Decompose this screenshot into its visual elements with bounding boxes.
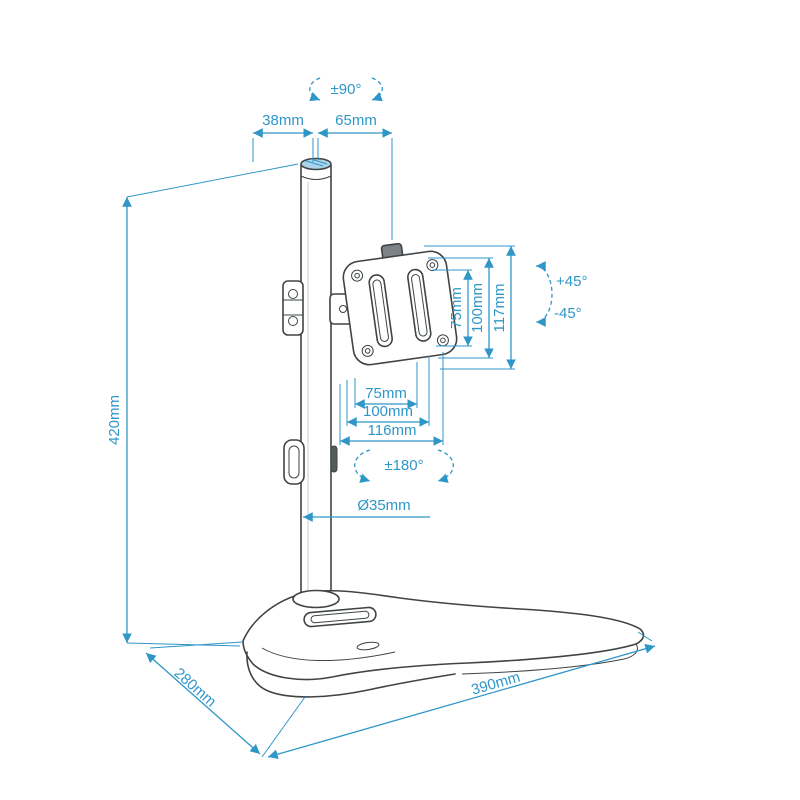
dim-label-base-depth: 280mm — [171, 665, 220, 711]
dim-label-tilt-down: -45° — [554, 305, 582, 322]
dim-vesa-vertical-75 — [432, 269, 473, 347]
dim-label-vesa-vertical-100: 100mm — [469, 283, 486, 333]
dim-label-plate-height: 117mm — [491, 284, 508, 333]
cable-clip — [283, 439, 338, 485]
pole-cap — [300, 157, 332, 180]
dim-pole-height — [122, 163, 299, 647]
dim-label-vesa-horizontal-75: 75mm — [365, 385, 407, 402]
dim-rotation-top — [309, 77, 383, 102]
pole-collar — [292, 589, 340, 609]
pole-clamp — [282, 280, 304, 336]
dim-label-rotation-top: ±90° — [331, 81, 362, 98]
dim-label-arm-offset: 65mm — [335, 112, 377, 129]
dim-vesa-horizontal-75 — [354, 362, 418, 409]
dim-label-tilt-up: +45° — [556, 273, 587, 290]
pole-slot — [330, 445, 338, 473]
dim-plate-width — [339, 352, 444, 446]
dim-label-plate-width: 116mm — [368, 422, 417, 439]
vesa-plate — [342, 242, 458, 366]
dim-label-cap-width: 38mm — [262, 112, 304, 129]
dim-label-vesa-horizontal-100: 100mm — [363, 403, 413, 420]
dim-label-pole-height: 420mm — [106, 395, 123, 445]
pole — [300, 164, 332, 601]
base-slot — [303, 606, 377, 628]
dim-base-width — [267, 631, 656, 759]
dim-swivel — [354, 449, 454, 483]
dim-arm-offset — [317, 128, 393, 240]
dim-cap-width — [252, 128, 314, 162]
base — [242, 589, 645, 698]
dim-label-pole-diameter: Ø35mm — [357, 497, 410, 514]
dim-label-vesa-vertical-75: 75mm — [448, 287, 465, 329]
dimension-labels: ±90° 38mm 65mm 420mm 75mm 100mm 117mm +4… — [106, 81, 587, 711]
dim-tilt-arc — [535, 261, 553, 327]
dim-plate-height — [424, 245, 516, 370]
dimension-annotations: ±90° 38mm 65mm 420mm 75mm 100mm 117mm +4… — [106, 77, 656, 759]
dim-label-swivel: ±180° — [384, 457, 423, 474]
vesa-screw-holes — [351, 259, 449, 357]
vesa-slot-right — [407, 268, 432, 342]
vesa-slot-left — [368, 274, 393, 348]
dim-vesa-horizontal-100 — [346, 356, 430, 427]
dim-vesa-vertical-100 — [428, 257, 494, 359]
